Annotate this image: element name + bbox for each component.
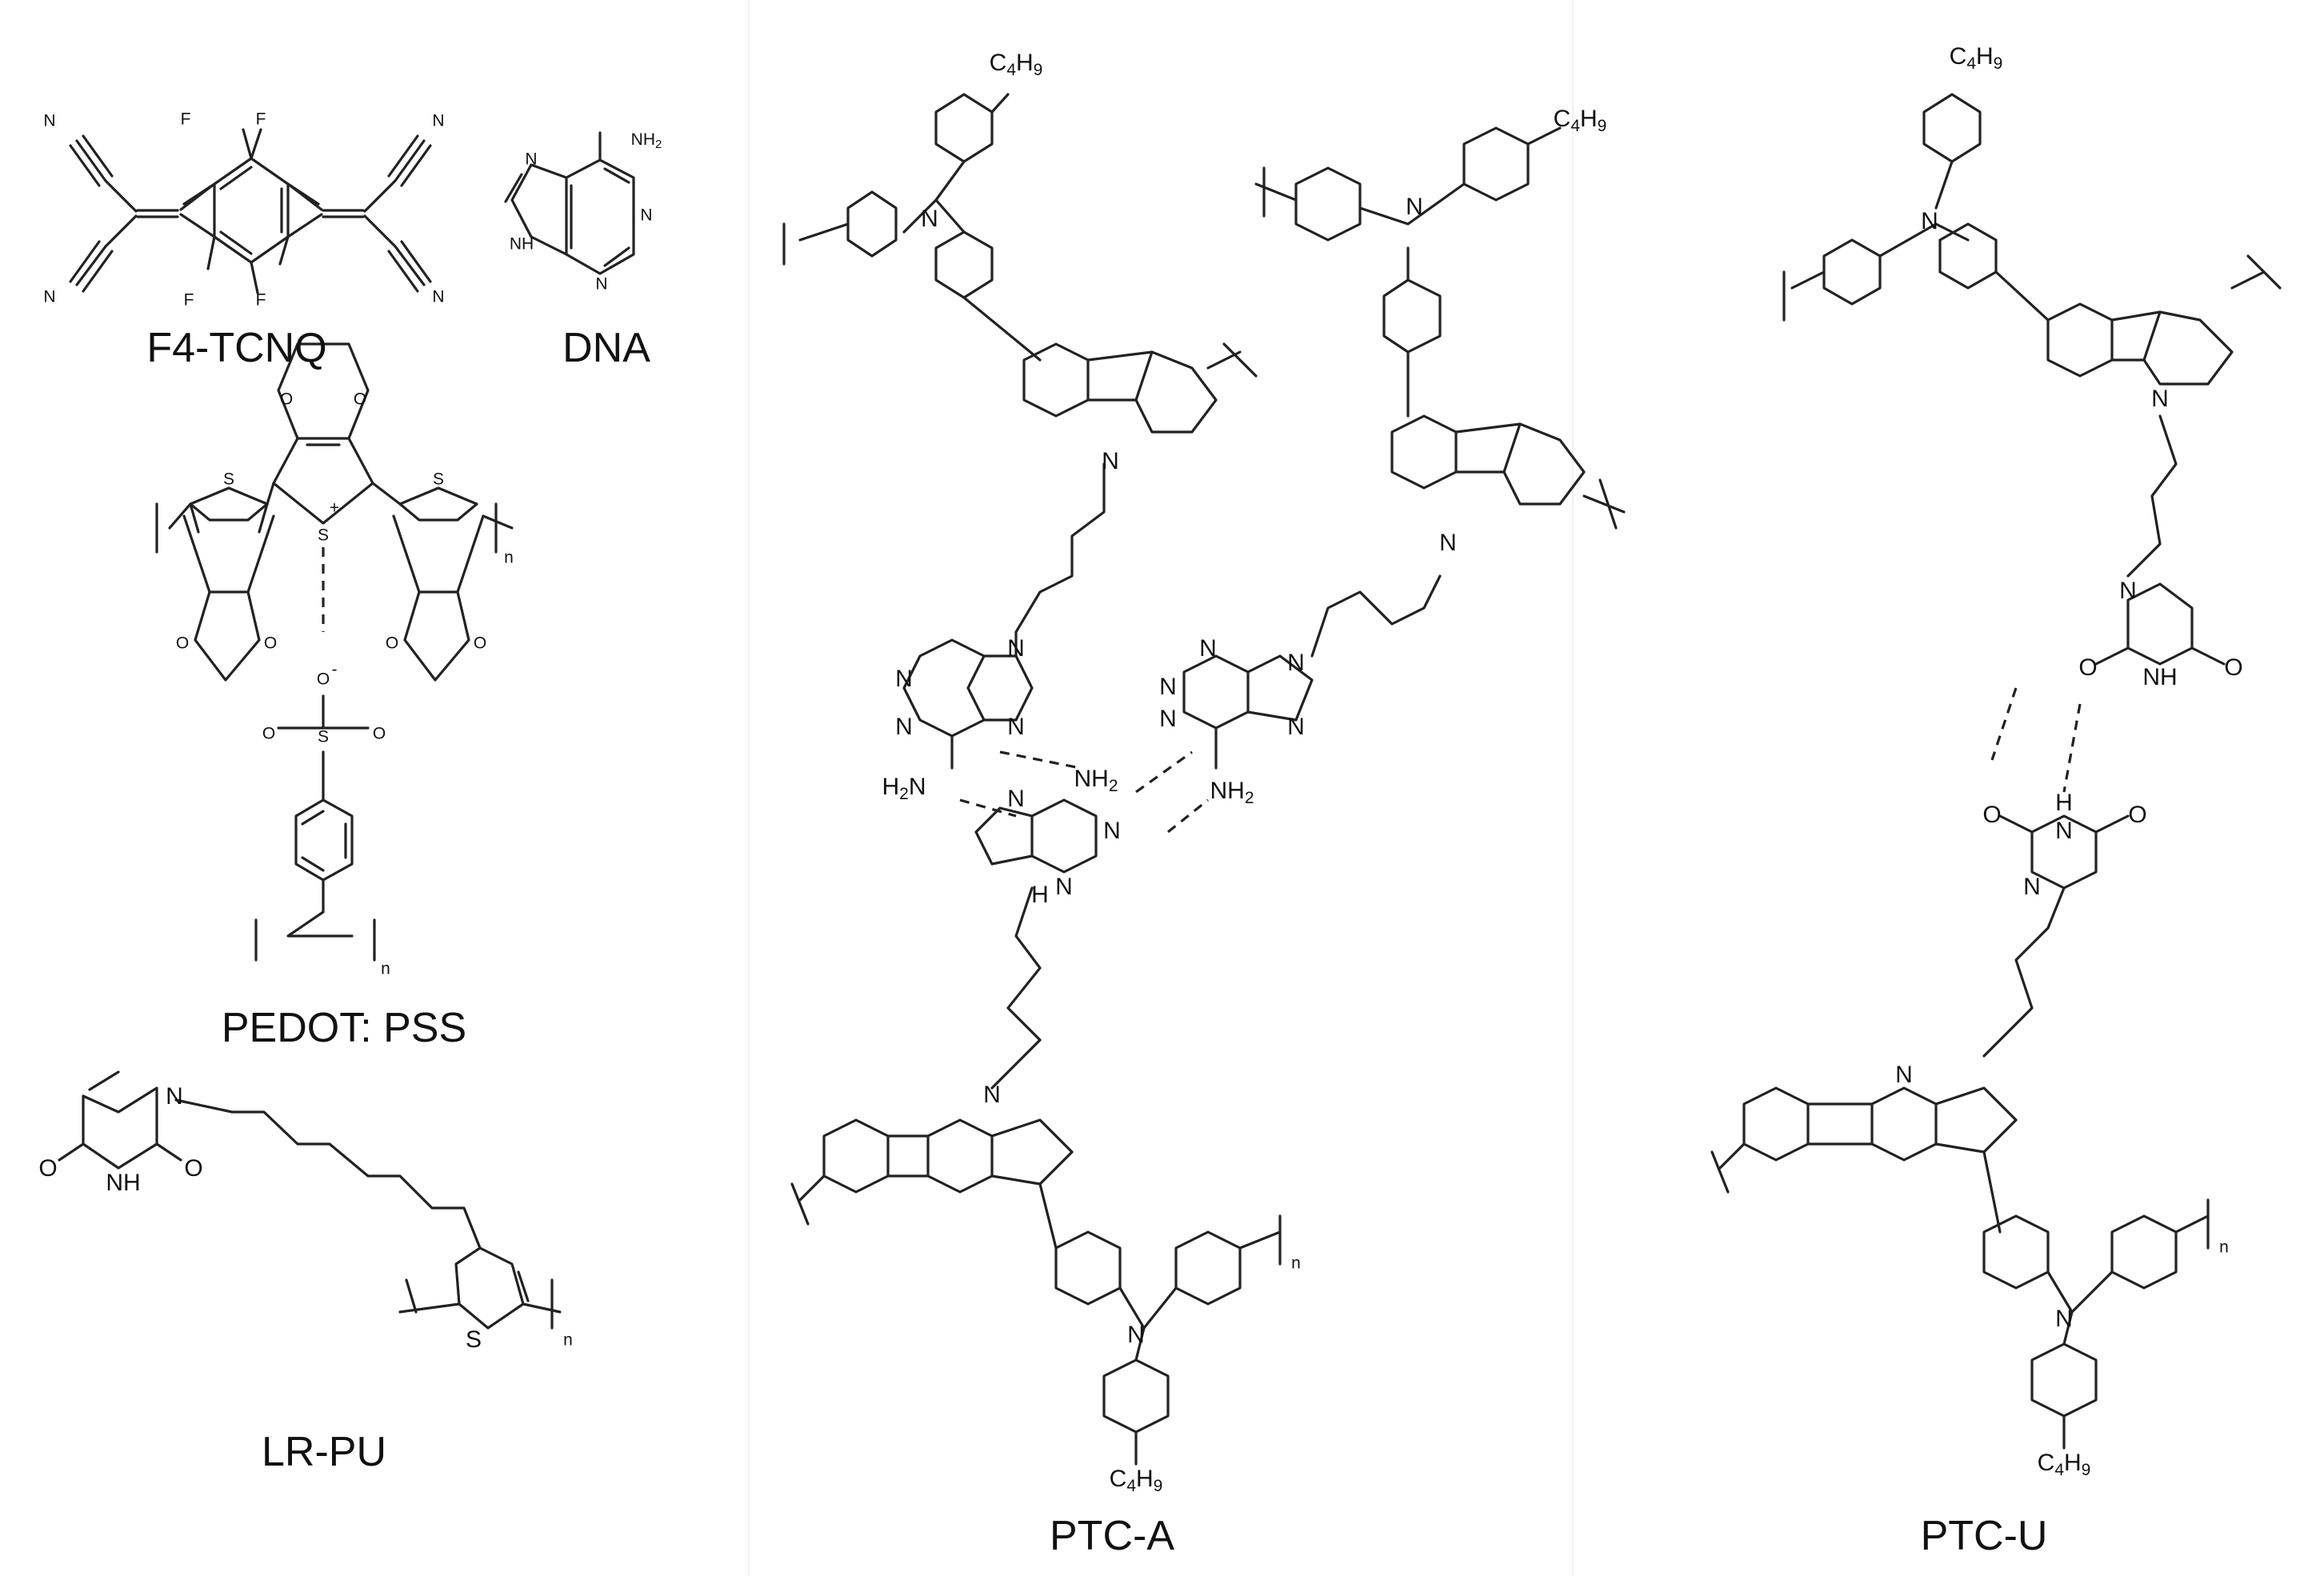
fluorine-label: F: [181, 110, 191, 129]
butyl-label: C4H9: [1554, 106, 1607, 135]
fluorine-label: F: [256, 110, 266, 129]
butyl-label: C4H9: [1110, 1466, 1163, 1495]
repeat-index-label: n: [2219, 1238, 2229, 1257]
oxygen-label: O: [2078, 654, 2097, 681]
oxygen-label: O: [474, 634, 486, 653]
amine-label: NH2: [1074, 766, 1118, 795]
caption-f4-tcnq: F4-TCNQ: [146, 325, 327, 371]
ptc-a-structure: N N N N N N N N N N N N N N N N N N NH2 …: [782, 50, 1626, 1495]
oxygen-label: O: [262, 725, 275, 743]
pedot-pss-structure: S S S + O O O O O O O - S O O n n: [155, 342, 514, 978]
nitrogen-label: N: [1159, 706, 1177, 732]
plus-charge-label: +: [330, 499, 339, 518]
nitrogen-label: N: [1007, 635, 1025, 662]
nitrogen-label: N: [895, 714, 913, 740]
butyl-label: C4H9: [990, 50, 1043, 79]
nitrogen-label: N: [1287, 714, 1305, 740]
nitrogen-label: N: [1007, 786, 1025, 812]
oxygen-label: O: [2224, 654, 2242, 681]
nitrogen-label: N: [432, 288, 444, 306]
amine-label: NH2: [631, 130, 662, 151]
panel-divider-right: [1572, 0, 1574, 1576]
adenine-structure: NH2 N NH N N: [504, 130, 662, 294]
butyl-label: C4H9: [2038, 1450, 2091, 1479]
nitrogen-label: N: [983, 1082, 1001, 1108]
nitrogen-label: N: [2119, 578, 2137, 604]
nitrogen-label: N: [1895, 1062, 1913, 1088]
sulfur-label: S: [223, 470, 234, 489]
nitrogen-label: N: [43, 288, 55, 306]
oxygen-label: O: [386, 634, 398, 653]
oxygen-label: O: [264, 634, 277, 653]
repeat-index-label: n: [504, 549, 514, 567]
nitrogen-h-label: H: [1031, 882, 1049, 908]
nitrogen-label: N: [1007, 714, 1025, 740]
sulfur-cation-label: S: [318, 526, 329, 545]
nitrogen-label: N: [525, 150, 537, 169]
nitrogen-label: N: [1159, 674, 1177, 700]
oxygen-label: O: [184, 1155, 202, 1182]
repeat-index-label: n: [1291, 1254, 1301, 1273]
nitrogen-label: N: [895, 666, 913, 692]
oxygen-label: O: [176, 634, 189, 653]
oxygen-label: O: [280, 390, 293, 409]
nitrogen-label: N: [2023, 874, 2041, 900]
oxygen-label: O: [2128, 802, 2146, 828]
nitrogen-label: N: [432, 112, 444, 130]
nitrogen-label: N: [43, 112, 55, 130]
nitrogen-label: N: [1439, 530, 1457, 556]
sulfur-label: S: [466, 1326, 482, 1353]
caption-ptc-u: PTC-U: [1920, 1513, 2048, 1559]
nitrogen-label: N: [1127, 1322, 1145, 1348]
amine-label: NH2: [1210, 778, 1254, 807]
oxygen-label: O: [1982, 802, 2001, 828]
nitrogen-label: N: [166, 1083, 183, 1110]
amine-label: H2N: [882, 774, 926, 803]
nitrogen-label: N: [1406, 194, 1423, 220]
sulfur-label: S: [433, 470, 444, 489]
caption-pedot-pss: PEDOT: PSS: [221, 1005, 467, 1051]
nitrogen-label: N: [1055, 874, 1073, 900]
oxygen-label: O: [373, 725, 386, 743]
f4tcnq-structure: F F F F N N N N: [43, 110, 444, 310]
nitrogen-h-label: NH: [106, 1170, 140, 1196]
ptc-u-structure: N N N NH O O H N O O N N N C4H9 C4H9 n: [1710, 43, 2282, 1479]
nitrogen-label: N: [640, 206, 652, 225]
repeat-index-label: n: [381, 960, 390, 978]
butyl-label: C4H9: [1950, 43, 2003, 73]
oxygen-label: O: [38, 1155, 57, 1182]
nitrogen-h-label: NH: [2142, 664, 2177, 690]
nitrogen-label: N: [2055, 1306, 2073, 1332]
fluorine-label: F: [256, 291, 266, 310]
nitrogen-h-label: NH: [510, 235, 534, 254]
nitrogen-label: N: [921, 206, 938, 232]
caption-dna: DNA: [562, 325, 650, 371]
minus-charge-label: -: [332, 661, 338, 679]
lr-pu-structure: N O O NH S n: [38, 1070, 573, 1353]
repeat-index-label: n: [563, 1331, 573, 1350]
sulfonate-sulfur-label: S: [318, 728, 329, 746]
caption-ptc-a: PTC-A: [1050, 1513, 1174, 1559]
fluorine-label: F: [184, 291, 194, 310]
nitrogen-label: N: [595, 275, 607, 294]
nitrogen-label: N: [1921, 208, 1938, 234]
nitrogen-label: N: [1199, 635, 1217, 662]
nitrogen-label: N: [1102, 448, 1119, 474]
panel-divider-left: [748, 0, 750, 1576]
nitrogen-label: N: [2055, 818, 2073, 844]
caption-lr-pu: LR-PU: [261, 1429, 387, 1475]
oxygen-label: O: [354, 390, 366, 409]
nitrogen-label: N: [2151, 386, 2169, 412]
nitrogen-h-label: H: [2055, 790, 2073, 816]
nitrogen-label: N: [1287, 650, 1305, 676]
nitrogen-label: N: [1103, 818, 1121, 844]
sulfonate-oxygen-label: O: [317, 670, 330, 689]
